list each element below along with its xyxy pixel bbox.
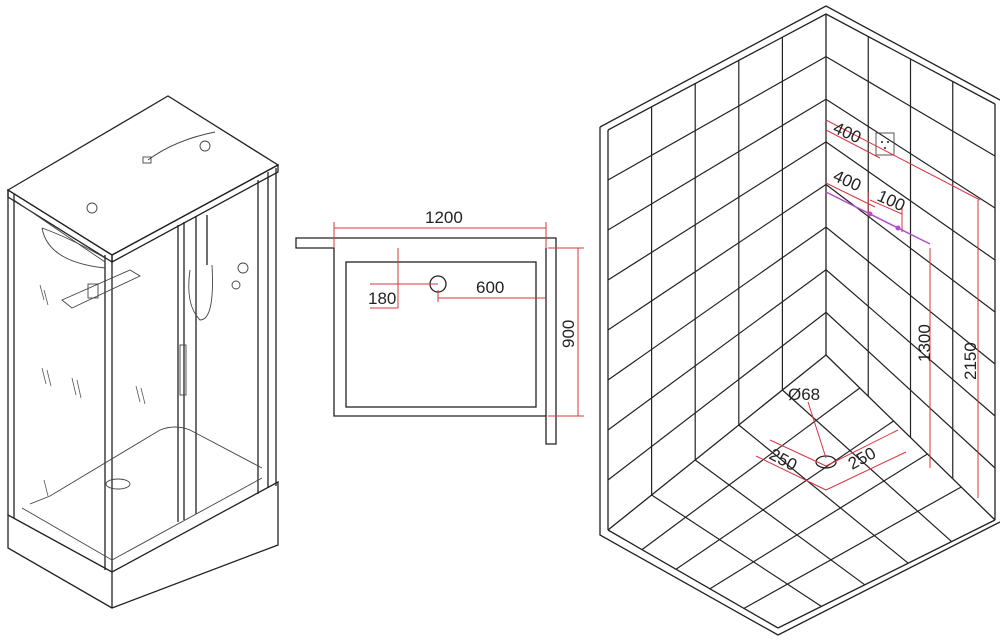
shower-cabin-3d — [6, 95, 280, 609]
wall-height-low-label: 1300 — [915, 324, 934, 362]
tile-line — [607, 56, 827, 181]
wall-spacing-label: 100 — [874, 186, 908, 215]
tile-line — [825, 98, 996, 209]
wall-outlet-box — [875, 132, 895, 156]
wall-corner-view: 400 400 100 1300 2150 Ø68 250 250 — [599, 5, 1000, 636]
water-pipe-line — [825, 191, 931, 245]
tile-line — [694, 459, 866, 586]
tile-line — [607, 269, 827, 431]
tile-line — [738, 424, 909, 564]
floor-right-label: 250 — [845, 443, 879, 473]
tile-line — [781, 389, 953, 543]
tile-line — [675, 420, 894, 570]
wall-top-label: 400 — [830, 118, 864, 147]
tile-line — [651, 494, 822, 607]
tile-line — [825, 226, 996, 365]
plan-drain-offset-y-label: 180 — [368, 289, 396, 308]
tile-line — [607, 98, 827, 231]
tile-line — [607, 311, 827, 481]
tile-line — [709, 453, 928, 590]
tile-line — [825, 56, 996, 157]
tile-line — [607, 141, 827, 281]
plan-width-label: 1200 — [425, 208, 463, 227]
tile-line — [825, 141, 996, 261]
tile-line — [743, 486, 962, 609]
wall-tiles — [607, 36, 996, 609]
wall-height-high-label: 2150 — [961, 342, 980, 380]
tile-line — [825, 269, 996, 417]
plan-drain-offset-x-label: 600 — [476, 278, 504, 297]
tile-line — [607, 226, 827, 381]
tile-line — [607, 184, 827, 331]
floor-drain — [815, 455, 837, 469]
drain-diameter-label: Ø68 — [788, 385, 820, 404]
tile-line — [825, 311, 996, 469]
plan-view: 1200 900 180 600 — [295, 208, 584, 445]
plan-depth-label: 900 — [559, 320, 578, 348]
tile-line — [641, 387, 861, 551]
